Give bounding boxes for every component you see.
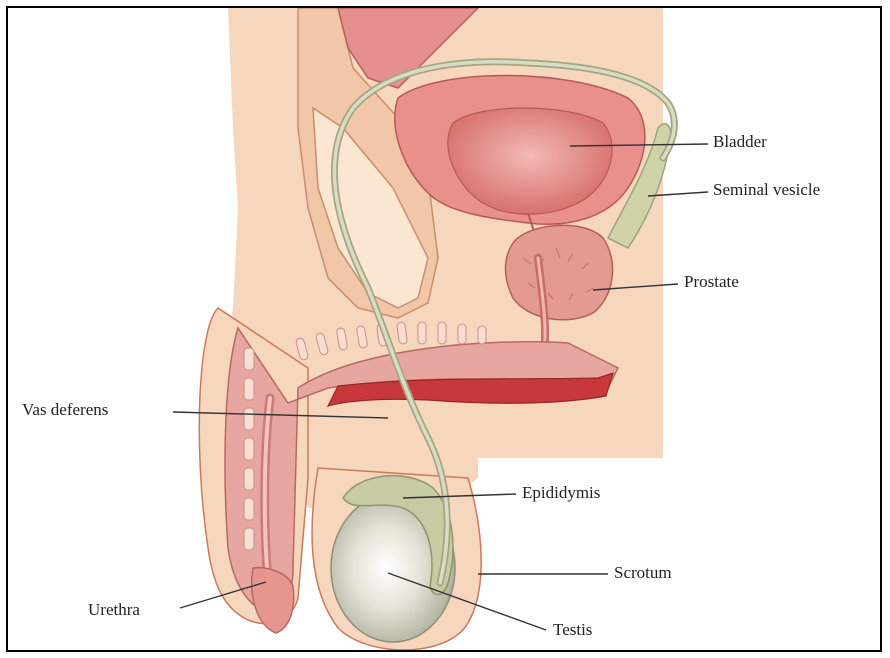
prostate-gland: [506, 225, 613, 320]
diagram-frame: Bladder Seminal vesicle Prostate Vas def…: [6, 6, 882, 652]
label-prostate: Prostate: [684, 272, 739, 292]
label-testis: Testis: [553, 620, 592, 640]
anatomy-illustration: [8, 8, 882, 652]
label-epididymis: Epididymis: [522, 483, 600, 503]
label-scrotum: Scrotum: [614, 563, 672, 583]
label-bladder: Bladder: [713, 132, 767, 152]
label-vas-deferens: Vas deferens: [22, 400, 108, 420]
label-seminal-vesicle: Seminal vesicle: [713, 180, 820, 200]
label-urethra: Urethra: [88, 600, 140, 620]
